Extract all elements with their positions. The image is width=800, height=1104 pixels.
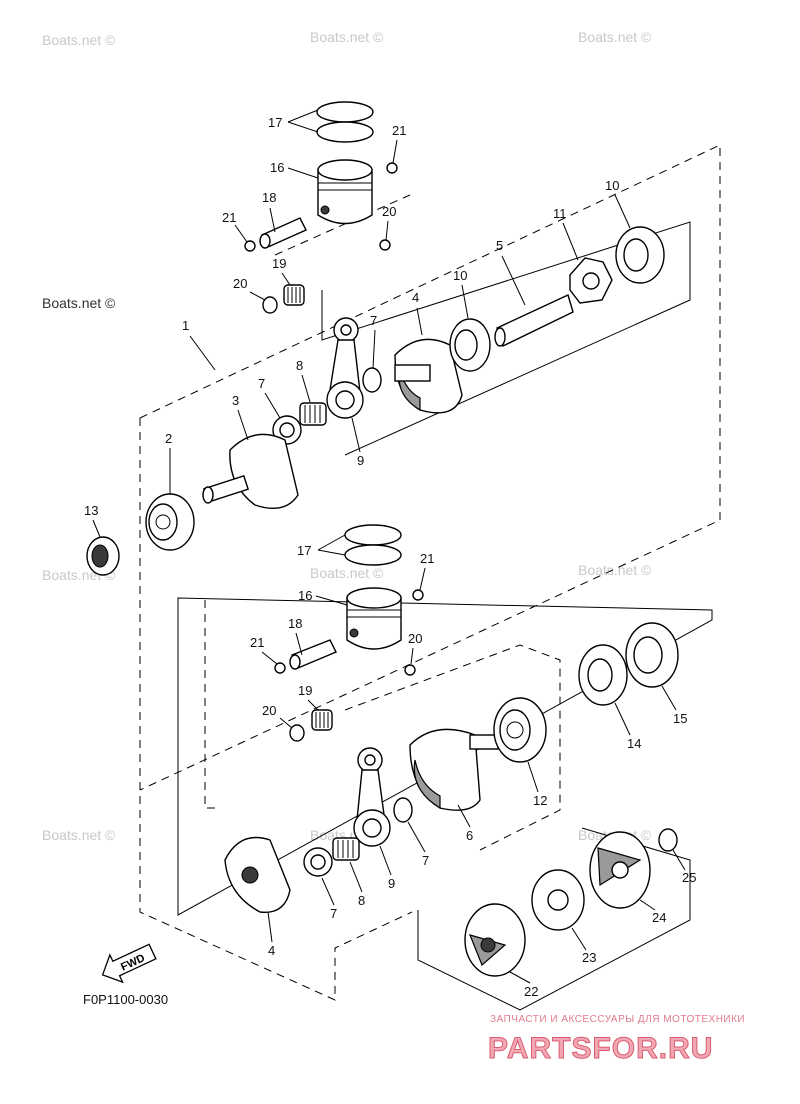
callout-2: 2 (165, 431, 172, 446)
oil-seal-15 (625, 622, 679, 688)
callout-6: 6 (466, 828, 473, 843)
callout-20: 20 (382, 204, 396, 219)
bearing-2 (145, 493, 195, 551)
callout-4: 4 (268, 943, 275, 958)
fwd-arrow-icon: FWD (101, 943, 157, 984)
callout-5: 5 (496, 238, 503, 253)
bearing-14 (578, 644, 628, 706)
callout-8: 8 (296, 358, 303, 373)
piston-bottom (346, 587, 402, 650)
watermark: Boats.net © (42, 827, 116, 843)
piston-pin-bottom (289, 639, 337, 670)
watermarks: Boats.net © Boats.net © Boats.net © Boat… (42, 29, 652, 843)
coupling-24 (589, 831, 651, 909)
crank-web-6 (409, 728, 499, 811)
bearing-12 (493, 697, 547, 763)
washer-20-bottom (289, 724, 305, 742)
circlip-top (244, 162, 398, 252)
brand-logo: PARTSFOR.RU (488, 1032, 713, 1065)
callout-19: 19 (298, 683, 312, 698)
callout-11: 11 (553, 206, 567, 221)
callout-9: 9 (357, 453, 364, 468)
oil-seal-13 (86, 536, 120, 576)
callout-12: 12 (533, 793, 547, 808)
needle-bearing-8-top (299, 402, 327, 426)
callout-9: 9 (388, 876, 395, 891)
diagram-code: F0P1100-0030 (83, 992, 168, 1007)
callout-17: 17 (297, 543, 311, 558)
watermark: Boats.net © (578, 562, 652, 578)
callout-8: 8 (358, 893, 365, 908)
callout-21: 21 (222, 210, 236, 225)
crank-web-4-top (394, 338, 463, 414)
piston-rings-top (316, 101, 374, 143)
watermark: Boats.net © (578, 29, 652, 45)
bearing-10-top-right (615, 226, 665, 284)
needle-bearing-19-top (283, 284, 305, 306)
callout-16: 16 (298, 588, 312, 603)
callout-7: 7 (330, 906, 337, 921)
circlip-bottom (274, 589, 424, 676)
callout-1: 1 (182, 318, 189, 333)
callout-18: 18 (262, 190, 276, 205)
callout-20: 20 (233, 276, 247, 291)
callout-7: 7 (422, 853, 429, 868)
washer-20-top (262, 296, 278, 314)
callout-16: 16 (270, 160, 284, 175)
callout-13: 13 (84, 503, 98, 518)
callout-19: 19 (272, 256, 286, 271)
callout-20: 20 (262, 703, 276, 718)
fwd-label: FWD (119, 952, 147, 973)
piston-pin-top (259, 217, 307, 249)
crank-web-3 (202, 433, 299, 509)
connecting-rod-bottom (353, 747, 391, 847)
connecting-rod-top (326, 317, 364, 419)
callout-21: 21 (420, 551, 434, 566)
piston-top (317, 159, 373, 225)
callouts: 17 21 16 10 18 20 21 11 5 19 10 20 4 7 1… (84, 109, 696, 999)
watermark: Boats.net © (310, 565, 384, 581)
lock-nut-11 (569, 257, 613, 304)
thrust-washer-7-top (272, 367, 382, 445)
callout-7: 7 (370, 313, 377, 328)
watermark: Boats.net © (42, 295, 116, 311)
callout-10: 10 (605, 178, 619, 193)
callout-4: 4 (412, 290, 419, 305)
callout-7: 7 (258, 376, 265, 391)
thrust-washer-7-bottom (303, 797, 413, 877)
shaft-5 (494, 294, 574, 347)
callout-18: 18 (288, 616, 302, 631)
o-ring-25 (658, 828, 678, 852)
coupling-22 (464, 903, 526, 977)
callout-17: 17 (268, 115, 282, 130)
callout-21: 21 (392, 123, 406, 138)
group-outlines (139, 144, 721, 1011)
watermark: Boats.net © (42, 32, 116, 48)
damper-23 (531, 869, 585, 931)
needle-bearing-8-bottom (332, 837, 360, 861)
callout-23: 23 (582, 950, 596, 965)
callout-20: 20 (408, 631, 422, 646)
callout-25: 25 (682, 870, 696, 885)
piston-rings-bottom (344, 524, 402, 566)
callout-15: 15 (673, 711, 687, 726)
callout-3: 3 (232, 393, 239, 408)
watermark: Boats.net © (310, 29, 384, 45)
callout-22: 22 (524, 984, 538, 999)
bearing-10-top-left (449, 318, 491, 372)
brand-tagline: ЗАПЧАСТИ И АКСЕССУАРЫ ДЛЯ МОТОТЕХНИКИ (490, 1014, 745, 1025)
callout-10: 10 (453, 268, 467, 283)
callout-14: 14 (627, 736, 641, 751)
needle-bearing-19-bottom (311, 709, 333, 731)
callout-24: 24 (652, 910, 666, 925)
crank-web-4-bottom (224, 836, 291, 914)
callout-21: 21 (250, 635, 264, 650)
